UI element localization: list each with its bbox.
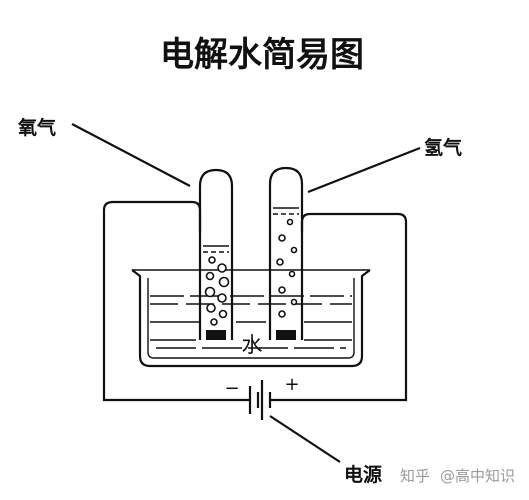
- diagram-title: 电解水简易图: [160, 35, 364, 75]
- hydrogen-test-tube: [268, 166, 304, 340]
- water-label: 水: [242, 333, 263, 357]
- oxygen-label: 氧气: [18, 116, 56, 139]
- hydrogen-electrode: [276, 330, 296, 340]
- oxygen-electrode: [206, 330, 226, 340]
- power-source-leader-line: [269, 415, 341, 463]
- negative-terminal-sign: −: [224, 378, 239, 399]
- wire-left: [102, 200, 250, 402]
- oxygen-leader-line: [71, 123, 191, 187]
- hydrogen-label: 氢气: [424, 136, 462, 159]
- watermark-platform: 知乎: [400, 467, 430, 485]
- watermark-author: @高中知识: [440, 467, 515, 485]
- beaker: [131, 269, 371, 368]
- hydrogen-leader-line: [307, 146, 421, 194]
- oxygen-test-tube: [198, 168, 234, 340]
- wire-right: [270, 212, 408, 402]
- power-source-label: 电源: [344, 463, 382, 486]
- battery: [248, 380, 272, 420]
- positive-terminal-sign: +: [284, 374, 299, 395]
